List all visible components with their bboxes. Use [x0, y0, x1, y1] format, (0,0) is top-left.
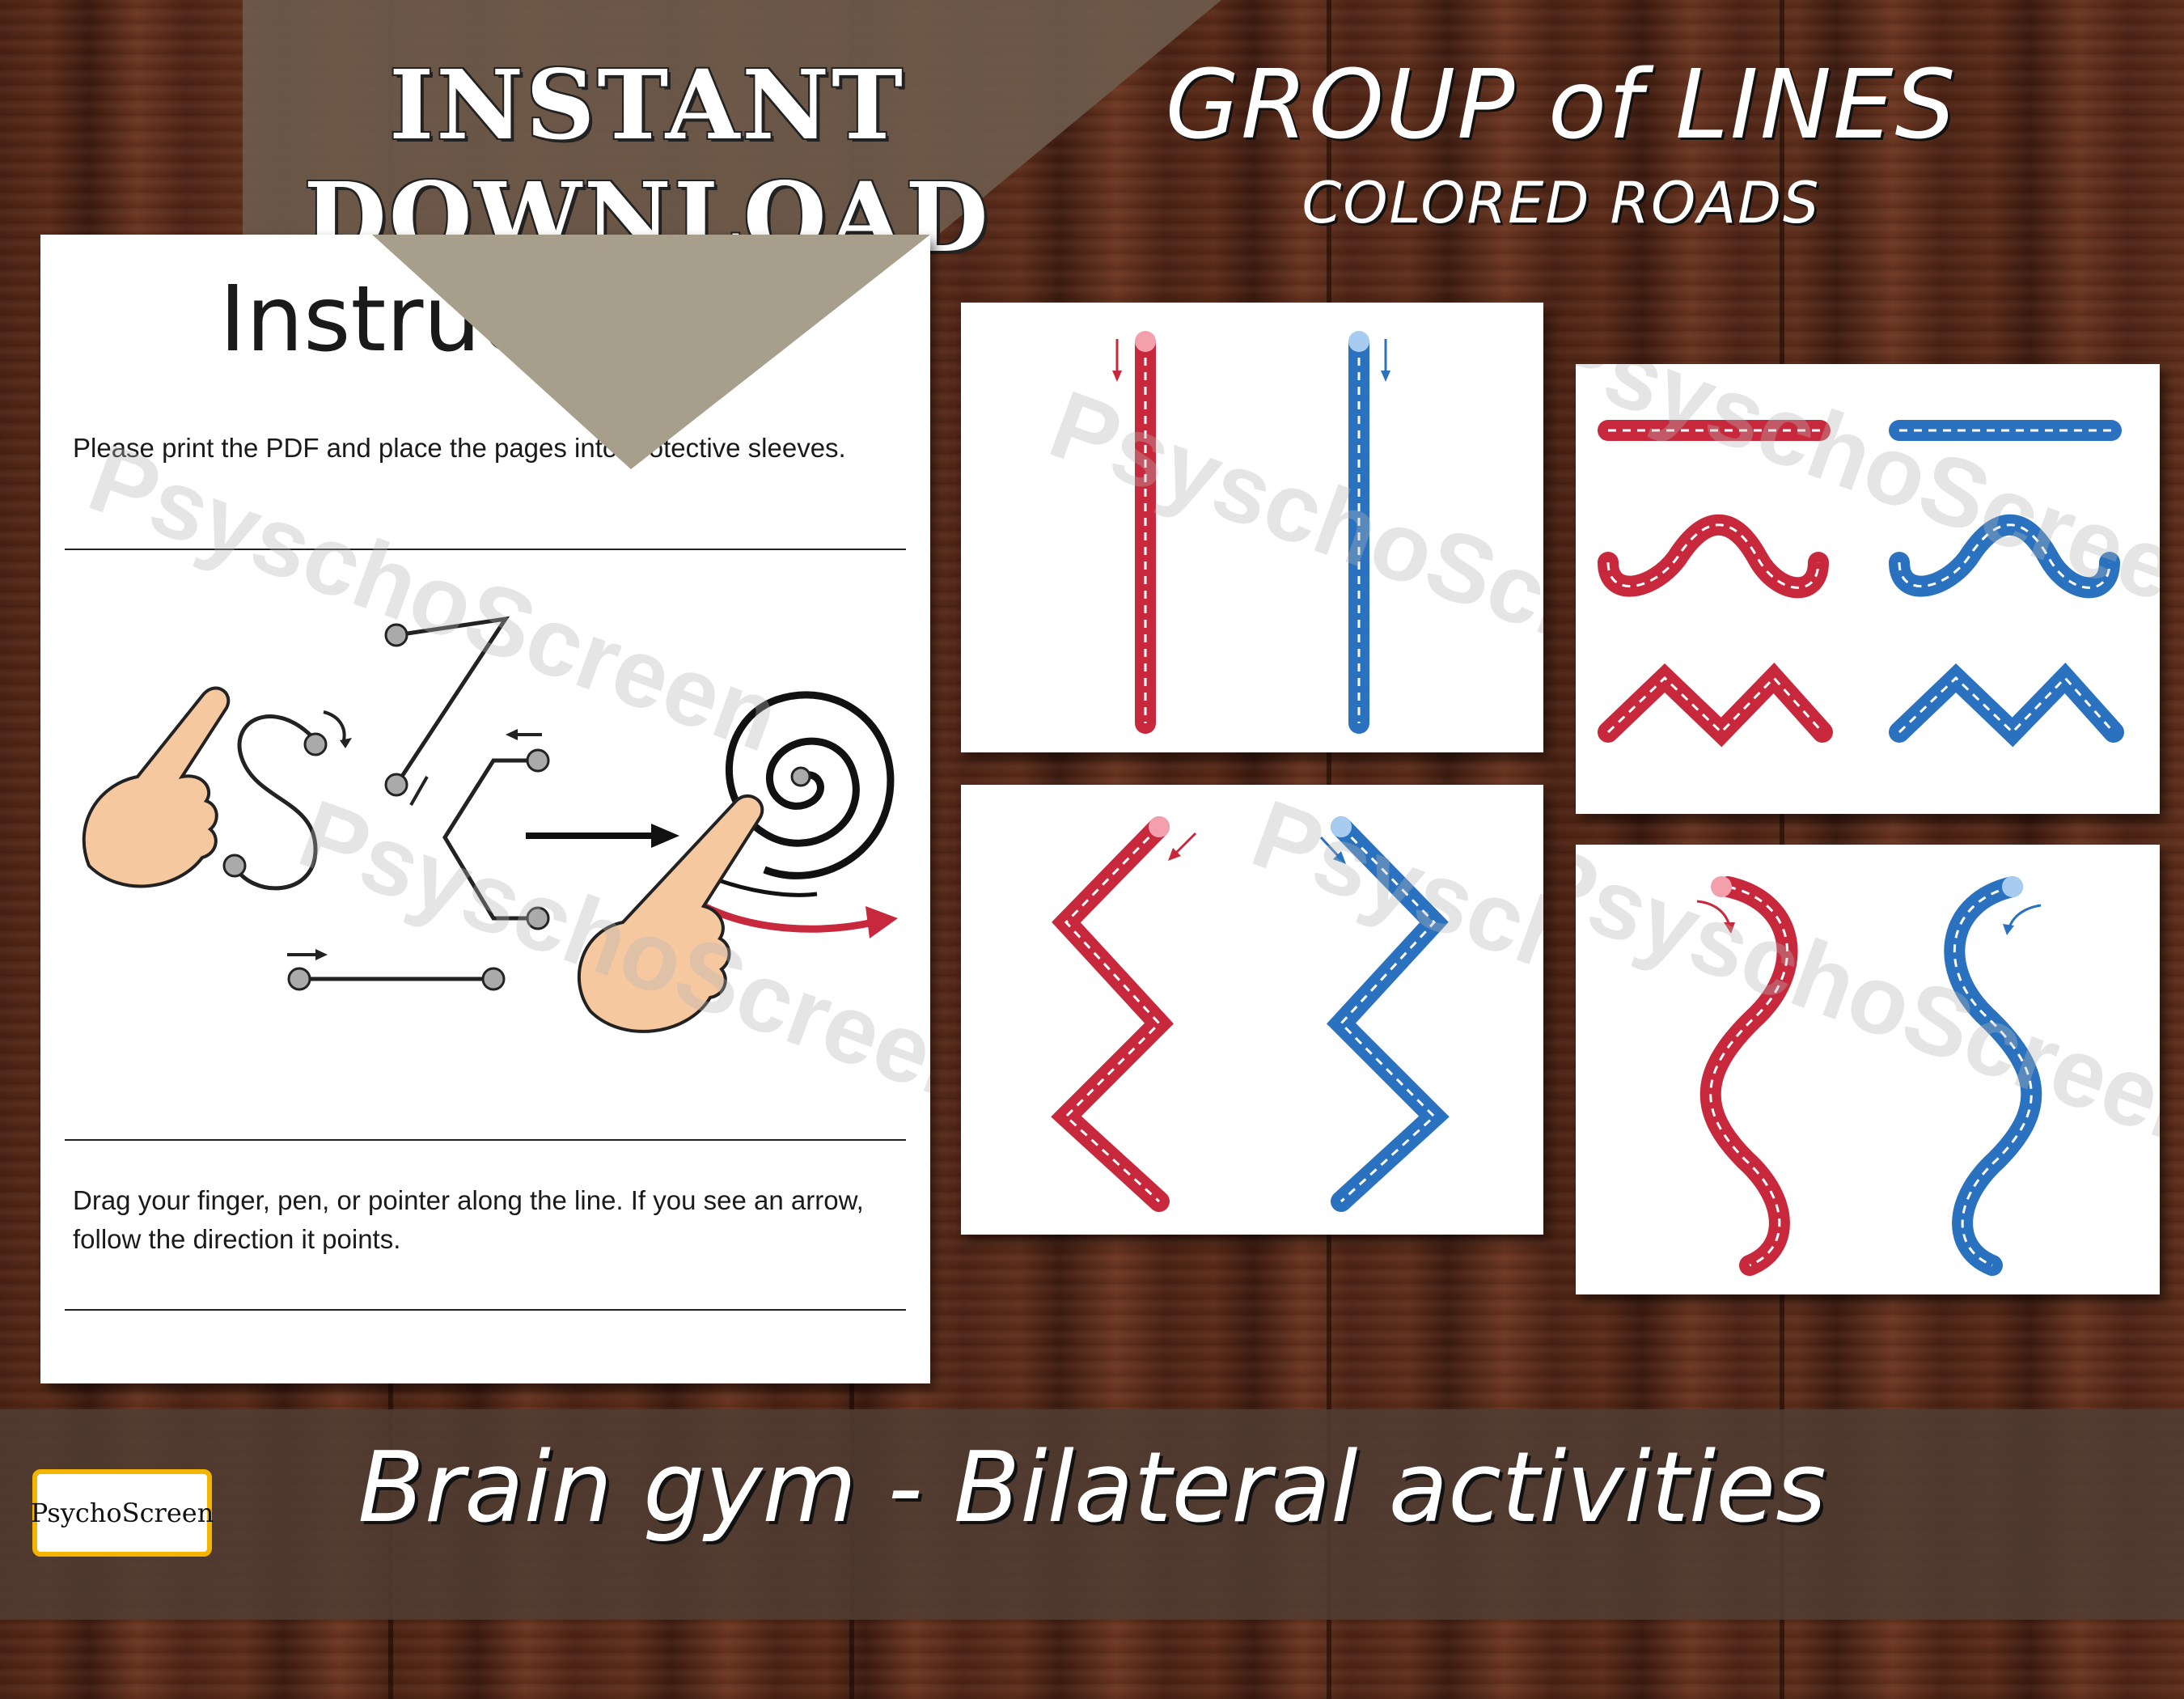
divider	[65, 1139, 906, 1141]
instructions-sheet: Instructions Please print the PDF and pl…	[40, 235, 930, 1383]
vertical-roads	[1112, 331, 1390, 734]
bracket-path	[442, 758, 538, 921]
divider	[65, 549, 906, 550]
horizontal-lines-sheet: PsyschoScreen	[1576, 364, 2160, 814]
brand-logo-text: PsychoScreen	[30, 1498, 214, 1528]
zigzag-lines-sheet: PsyschoScreen	[961, 785, 1543, 1235]
spiral-path	[725, 691, 895, 879]
pointing-hand-icon	[82, 686, 231, 888]
zigzag-path	[394, 616, 510, 786]
brand-logo: PsychoScreen	[30, 1469, 214, 1557]
wave-lines-sheet: PsyschoScreen	[1576, 845, 2160, 1294]
footer-band	[0, 1409, 2184, 1620]
vertical-lines-sheet: PsyschoScreen	[961, 303, 1543, 752]
s-curve-path	[232, 714, 318, 891]
wave-roads	[1696, 876, 2042, 1276]
zigzag-roads	[1051, 816, 1450, 1212]
pointing-hand-icon	[577, 794, 764, 1033]
product-title: GROUP of LINES	[1165, 49, 1958, 160]
footer-tagline: Brain gym - Bilateral activities	[358, 1432, 1826, 1544]
fold-triangle	[372, 235, 930, 469]
instructions-print-text: Please print the PDF and place the pages…	[73, 433, 846, 463]
horizontal-roads	[1598, 420, 2124, 748]
top-banner	[243, 0, 1221, 235]
instructions-drag-text: Drag your finger, pen, or pointer along …	[73, 1185, 864, 1254]
instruction-illustration	[82, 616, 898, 1033]
divider	[65, 1309, 906, 1311]
product-subtitle: COLORED ROADS	[1302, 170, 1821, 236]
